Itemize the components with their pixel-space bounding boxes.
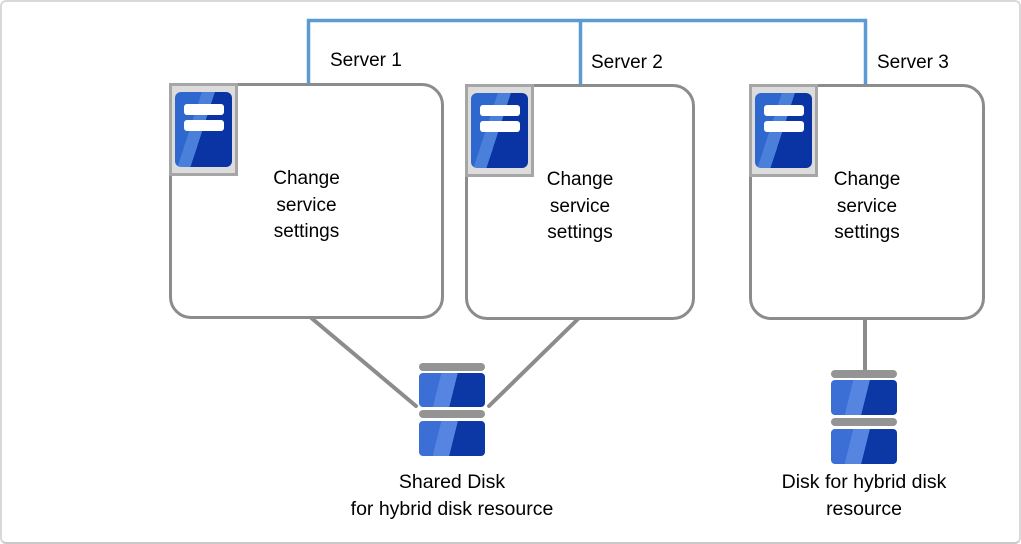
hybrid-disk-label-line2: resource <box>826 498 902 520</box>
server-icon <box>465 84 534 177</box>
disk-platter <box>419 373 485 407</box>
hybrid-disk-label-line1: Disk for hybrid disk <box>781 471 947 493</box>
hybrid-disk-label: Disk for hybrid disk resource <box>744 469 984 523</box>
disk-middle-bar <box>419 410 485 418</box>
server-slot-icon <box>764 121 804 132</box>
server-slot-icon <box>480 105 520 116</box>
server-1-label: Server 1 <box>330 50 402 71</box>
hybrid-disk-icon <box>831 370 897 464</box>
server-slot-icon <box>764 105 804 116</box>
disk-platter <box>419 421 485 456</box>
server1-shared-disk-link <box>307 314 418 408</box>
server-icon <box>749 84 818 177</box>
server-tower-icon <box>471 93 528 168</box>
server-tower-icon <box>175 92 232 167</box>
shared-disk-label-line2: for hybrid disk resource <box>350 498 554 520</box>
server-slot-icon <box>184 104 224 115</box>
disk-middle-bar <box>831 418 897 426</box>
disk-top-bar <box>831 370 897 378</box>
server-tower-icon <box>755 93 812 168</box>
network-interconnect-line <box>306 18 868 84</box>
server-2-task-text: Change service settings <box>546 169 614 243</box>
shared-disk-icon <box>419 363 485 456</box>
server-2-label: Server 2 <box>591 52 663 73</box>
server-3-label: Server 3 <box>877 52 949 73</box>
shared-disk-label-line1: Shared Disk <box>398 471 506 493</box>
server-slot-icon <box>184 120 224 131</box>
server-icon <box>169 83 238 176</box>
server-3-task-text: Change service settings <box>833 169 901 243</box>
disk-top-bar <box>419 363 485 371</box>
shared-disk-label: Shared Disk for hybrid disk resource <box>292 469 612 523</box>
server-slot-icon <box>480 121 520 132</box>
server2-shared-disk-link <box>487 315 582 408</box>
server-1-task-text: Change service settings <box>273 168 340 242</box>
disk-platter <box>831 429 897 464</box>
disk-platter <box>831 380 897 415</box>
